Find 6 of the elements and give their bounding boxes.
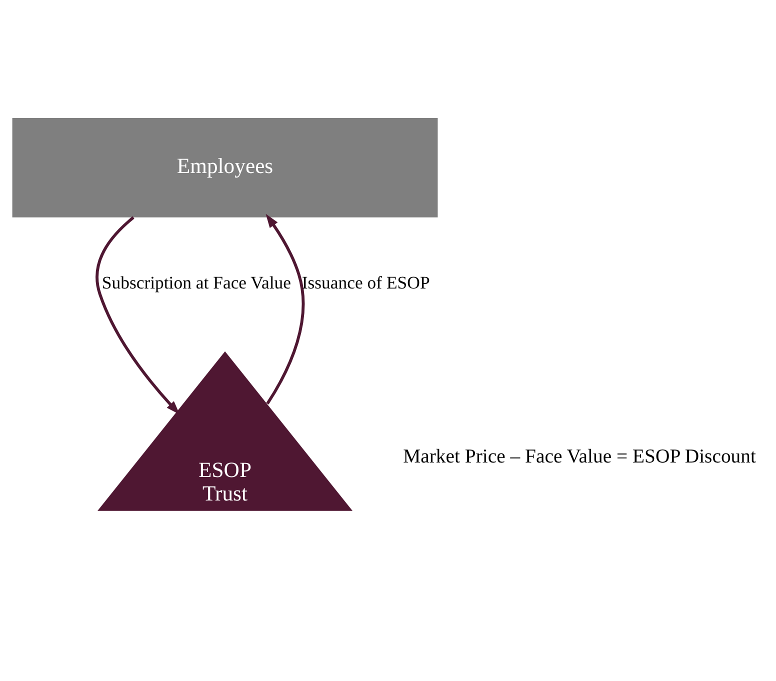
arrow: [96, 216, 180, 414]
edge-label: Subscription at Face Value: [102, 272, 292, 292]
arrow: [266, 213, 305, 404]
edge-label: Issuance of ESOP: [302, 272, 430, 292]
node-label: Market Price – Face Value = ESOP Discount: [403, 445, 756, 468]
node-box: Employees: [12, 117, 438, 217]
